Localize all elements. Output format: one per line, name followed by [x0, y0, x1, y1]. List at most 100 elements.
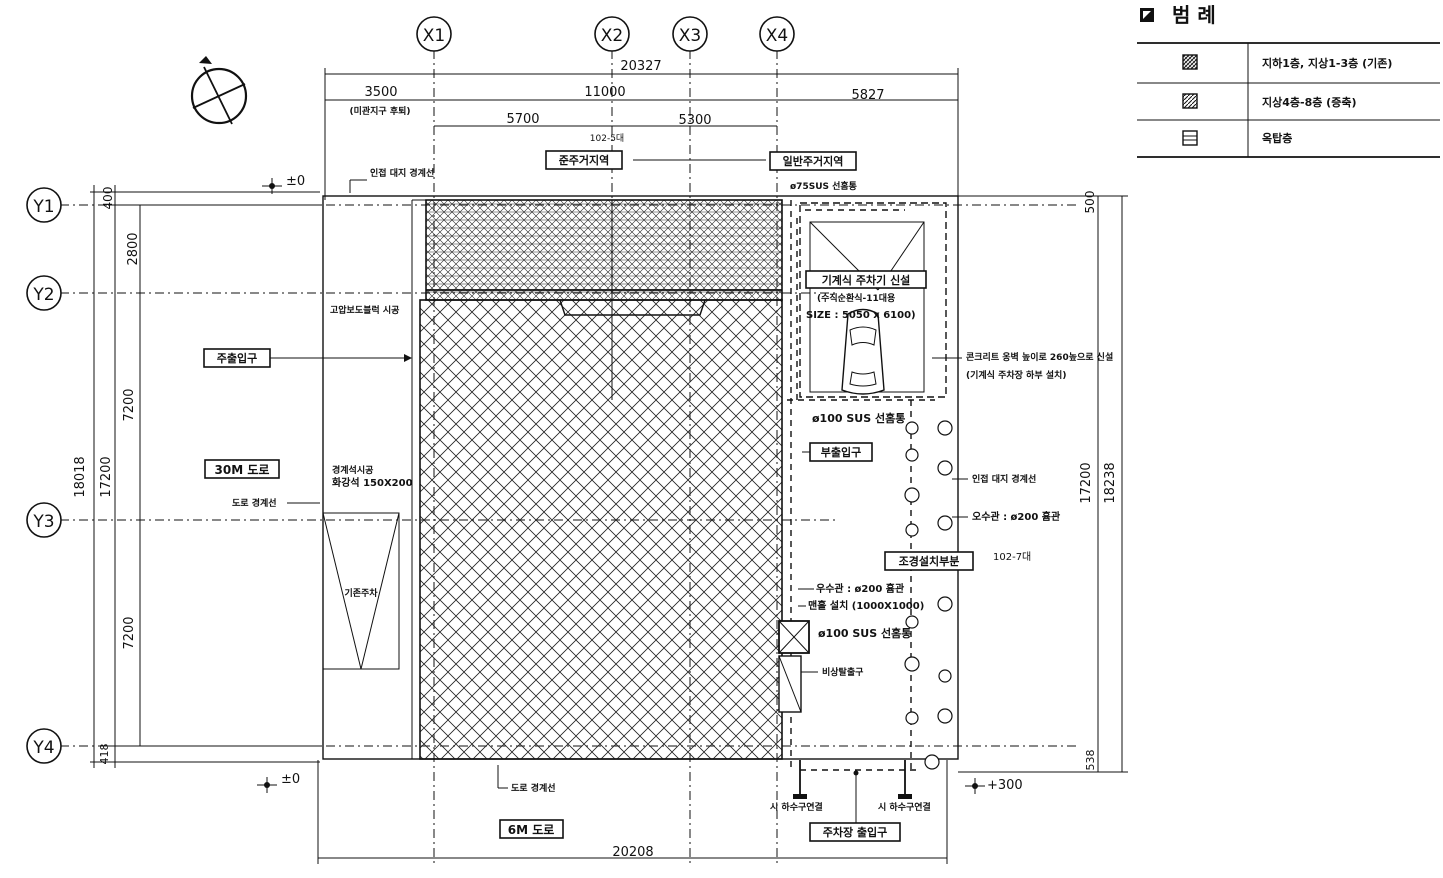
car-icon: [841, 308, 885, 395]
dim-left-outer: 18018: [73, 456, 88, 497]
adjacent-boundary-top-label: 인접 대지 경계선: [370, 167, 434, 179]
north-arrow-icon: [190, 56, 248, 125]
dim-left-inner: 17200: [99, 456, 114, 497]
grid-bubble-y3: Y3: [26, 502, 62, 538]
svg-text:시 하수구연결: 시 하수구연결: [770, 801, 823, 813]
hatch-existing-icon: [1182, 54, 1198, 70]
parking-size-label: SIZE : 5050 x 6100): [806, 310, 916, 321]
legend-row-label: 옥탑층: [1262, 131, 1292, 145]
svg-text:±0: ±0: [286, 174, 305, 189]
dim-right-inner: 17200: [1079, 462, 1094, 503]
hatch-rooftop-icon: [1182, 130, 1198, 146]
beautification-zone-label: (미관지구 후퇴): [349, 105, 410, 117]
concrete-foundation-label: 콘크리트 옹벽 높이로 260높으로 신설: [966, 351, 1113, 363]
grid-bubble-y4: Y4: [26, 728, 62, 764]
svg-text:X4: X4: [766, 26, 788, 46]
dim-bottom-total: 20208: [612, 845, 653, 860]
sus-100-bottom-label: ø100 SUS 선홈통: [818, 626, 911, 640]
plot-102-5-label: 102-5대: [590, 133, 624, 144]
sus-75-label: ø75SUS 선홈통: [790, 180, 857, 192]
legend-title: 범 례: [1172, 3, 1216, 27]
svg-text:X2: X2: [601, 26, 623, 46]
sewer-200-label: 오수관 : ø200 흄관: [972, 510, 1061, 523]
grid-bubble-y2: Y2: [26, 275, 62, 311]
svg-text:기존주차: 기존주차: [344, 587, 378, 599]
right-dimensions: 500 17200 18238 538: [958, 191, 1128, 773]
main-entrance-label: 주출입구: [203, 348, 271, 368]
grid-bubble-y1: Y1: [26, 187, 62, 223]
sub-entrance-label: 부출입구: [809, 442, 873, 462]
left-dimensions: 18018 17200 400 2800 7200 7200 418: [73, 185, 320, 768]
dim-right-outer: 18238: [1103, 462, 1118, 503]
adjacent-boundary-right-label: 인접 대지 경계선: [972, 473, 1036, 485]
svg-text:조경설치부분: 조경설치부분: [899, 554, 960, 568]
dim-left-7200-b: 7200: [122, 616, 137, 649]
emergency-exit-label: 비상탈출구: [822, 666, 863, 678]
road-boundary-left-label: 도로 경계선: [232, 497, 277, 509]
legend-row-label: 지상4층-8층 (증축): [1262, 95, 1356, 109]
existing-parking: 기존주차: [322, 512, 400, 670]
dim-right-bottom: 538: [1084, 750, 1097, 771]
svg-text:+300: +300: [987, 778, 1023, 793]
svg-text:부출입구: 부출입구: [821, 445, 861, 459]
road-boundary-bottom-label: 도로 경계선: [511, 782, 556, 794]
level-mark-bottom-left: ±0: [257, 772, 300, 793]
legend-row-rooftop: 옥탑층: [1182, 130, 1292, 146]
grid-bubble-x3: X3: [672, 16, 708, 52]
dim-left-bottom: 418: [98, 744, 111, 765]
svg-text:Y4: Y4: [32, 738, 54, 758]
dim-top-right: 5827: [851, 88, 884, 103]
legend-row-existing: 지하1층, 지상1-3층 (기존): [1182, 54, 1392, 70]
svg-text:주출입구: 주출입구: [217, 351, 257, 365]
road-6m-label: 6M 도로: [499, 819, 564, 839]
curb-note-b: 화강석 150X200: [332, 476, 413, 489]
legend-row-extension: 지상4층-8층 (증축): [1182, 93, 1356, 109]
city-manhole-left: 시 하수구연결: [770, 760, 823, 813]
manhole-label: 맨홀 설치 (1000X1000): [808, 599, 924, 612]
svg-text:시 하수구연결: 시 하수구연결: [878, 801, 931, 813]
top-dimensions: 20327 3500 11000 5827 (미관지구 후퇴) 5700 530…: [324, 59, 959, 200]
level-mark-right: +300: [965, 778, 1023, 794]
legend: 범 례 지하1층, 지상1-3층 (기존) 지상4층-8층 (증축) 옥탑층: [1137, 3, 1440, 158]
mechanical-parking-label: 기계식 주차기 신설: [822, 273, 911, 287]
dim-right-top: 500: [1083, 191, 1097, 214]
sus-100-top-label: ø100 SUS 선홈통: [812, 411, 905, 425]
zone-label-near: 준주거지역: [545, 150, 623, 170]
grid-bubble-x4: X4: [759, 16, 795, 52]
svg-text:±0: ±0: [281, 772, 300, 787]
plot-102-7-label: 102-7대: [993, 551, 1031, 563]
manhole-icon: [778, 620, 810, 654]
existing-building: [419, 299, 783, 760]
svg-text:준주거지역: 준주거지역: [559, 153, 610, 167]
grid-bubble-x1: X1: [416, 16, 452, 52]
landscaping-label: 조경설치부분: [884, 551, 974, 571]
svg-text:X3: X3: [679, 26, 701, 46]
dim-top-total: 20327: [620, 59, 661, 74]
dim-top-mid: 11000: [584, 85, 625, 100]
landscaping-trees: [904, 420, 953, 770]
level-mark-top-left: ±0: [262, 174, 305, 194]
parking-type-label: (수직순환식-11대용: [817, 292, 895, 304]
pedestrian-block-label: 고압보도블럭 시공: [330, 304, 399, 316]
svg-text:30M 도로: 30M 도로: [215, 463, 270, 477]
city-manhole-right: 시 하수구연결: [878, 760, 931, 813]
dim-top-sub-right: 5300: [678, 113, 711, 128]
dim-left-top: 400: [101, 187, 115, 210]
hatch-extension-icon: [1182, 93, 1198, 109]
road-30m-label: 30M 도로: [204, 459, 280, 479]
zone-label-general: 일반주거지역: [769, 151, 857, 171]
grid-bubble-x2: X2: [594, 16, 630, 52]
bottom-dimension: 20208: [317, 760, 948, 864]
rain-pipe-label: 우수관 : ø200 흄관: [816, 582, 905, 595]
parking-entrance-label: 주차장 출입구: [809, 822, 901, 842]
svg-text:Y2: Y2: [32, 285, 54, 305]
svg-text:일반주거지역: 일반주거지역: [783, 154, 844, 168]
extension-building: [425, 199, 783, 301]
svg-text:주차장 출입구: 주차장 출입구: [823, 825, 888, 839]
dim-left-2800: 2800: [126, 232, 141, 265]
curb-note-a: 경계석시공: [332, 464, 373, 476]
dim-top-left: 3500: [364, 85, 397, 100]
svg-text:6M 도로: 6M 도로: [508, 823, 555, 837]
legend-row-label: 지하1층, 지상1-3층 (기존): [1262, 56, 1392, 70]
